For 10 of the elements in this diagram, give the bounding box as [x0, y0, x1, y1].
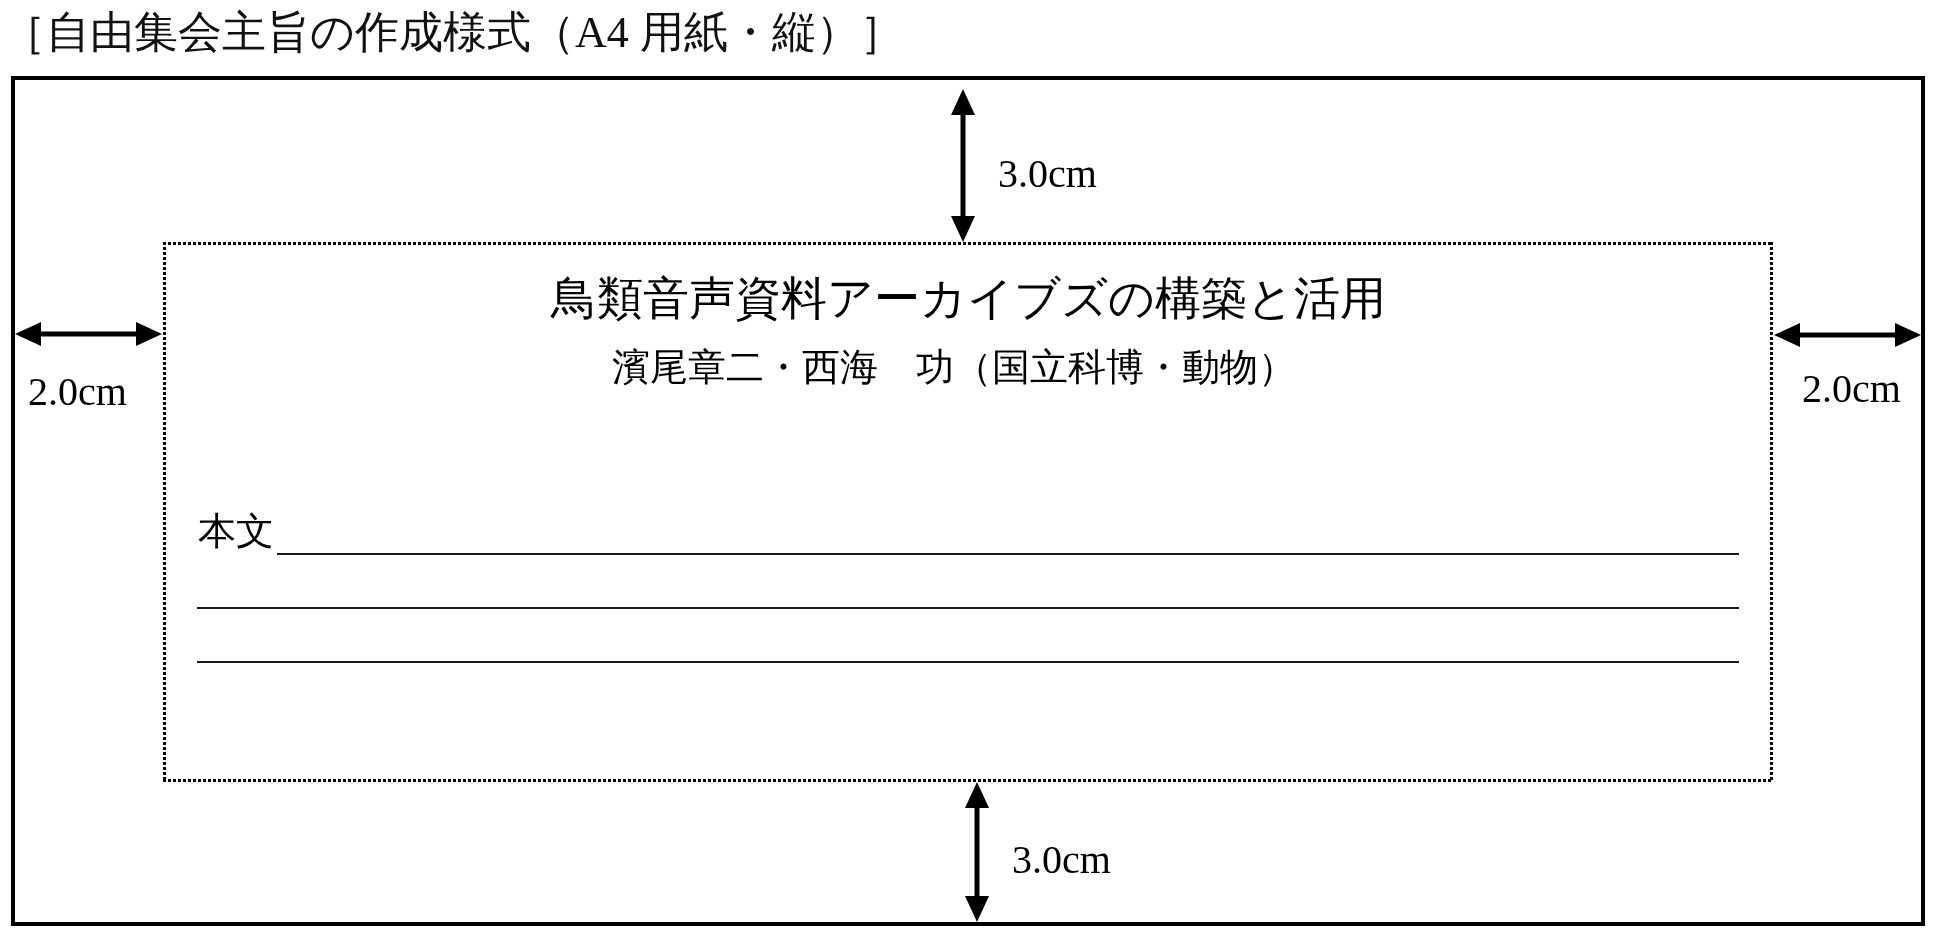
page-outline [11, 76, 1925, 926]
dimension-label: 2.0cm [1802, 369, 1901, 409]
dimension-label: 3.0cm [998, 154, 1097, 194]
author-line: 濱尾章二・西海 功（国立科博・動物） [612, 345, 1296, 390]
dimension-label: 3.0cm [1012, 840, 1111, 880]
text-area-outline [163, 242, 1773, 782]
abstract-title: 鳥類音声資料アーカイブズの構築と活用 [550, 271, 1386, 327]
dimension-label: 2.0cm [28, 372, 127, 412]
diagram-title: ［自由集会主旨の作成様式（A4 用紙・縦）］ [2, 7, 904, 59]
body-label: 本文 [198, 509, 274, 554]
